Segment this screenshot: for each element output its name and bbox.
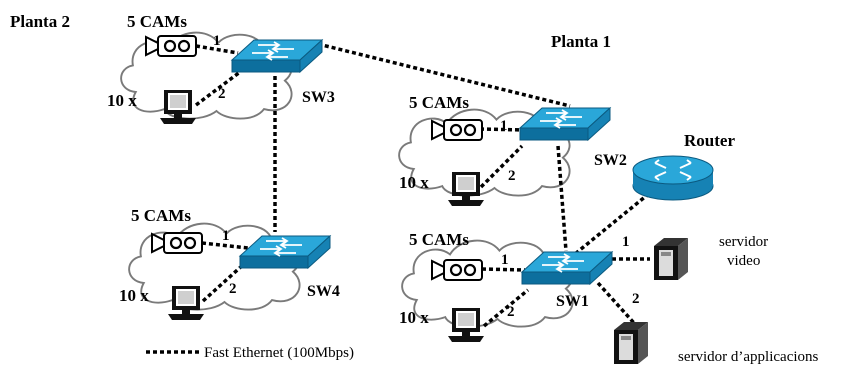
cams-count-sw4: 5 CAMs bbox=[131, 206, 191, 225]
link-sw4-cams bbox=[201, 241, 249, 250]
floor-label-planta1: Planta 1 bbox=[551, 32, 611, 51]
camera-icon-sw4 bbox=[150, 231, 204, 255]
link-sw4-pcs bbox=[201, 262, 246, 303]
pc-icon-sw1 bbox=[448, 308, 484, 342]
floor-label-planta2: Planta 2 bbox=[10, 12, 70, 31]
pc-icon-sw2 bbox=[448, 172, 484, 206]
camera-icon-sw2 bbox=[430, 118, 484, 142]
server-video-label-line2: video bbox=[727, 253, 760, 269]
switch-label-sw2: SW2 bbox=[594, 152, 627, 169]
switch-sw3-icon[interactable] bbox=[231, 39, 323, 73]
link-sw1-server-app bbox=[596, 281, 636, 325]
switch-sw1-icon[interactable] bbox=[521, 251, 613, 285]
cams-count-sw3: 5 CAMs bbox=[127, 12, 187, 31]
camera-icon-sw3 bbox=[144, 34, 198, 58]
links bbox=[146, 42, 653, 354]
link-sw1-pcs bbox=[482, 288, 530, 328]
link-sw3-cams bbox=[195, 44, 239, 55]
port-label-sw2-pc: 2 bbox=[508, 168, 516, 184]
pc-count-sw1: 10 x bbox=[399, 308, 429, 327]
server-video-label-line1: servidor bbox=[719, 234, 768, 250]
port-label-sw4-cam: 1 bbox=[222, 228, 230, 244]
port-label-sw2-cam: 1 bbox=[500, 118, 508, 134]
pc-count-sw3: 10 x bbox=[107, 91, 137, 110]
link-sw1-cams bbox=[481, 267, 526, 272]
link-sw2-sw1 bbox=[556, 145, 568, 252]
router-label: Router bbox=[684, 131, 735, 150]
link-sw2-cams bbox=[479, 127, 526, 132]
port-label-sw1-cam: 1 bbox=[501, 252, 509, 268]
server-app-label: servidor d’applicacions bbox=[678, 349, 819, 365]
switch-sw2-icon[interactable] bbox=[519, 107, 611, 141]
legend-text: Fast Ethernet (100Mbps) bbox=[204, 345, 354, 361]
link-sw3-sw2 bbox=[317, 42, 571, 108]
pc-icon-sw3 bbox=[160, 90, 196, 124]
link-sw2-pcs bbox=[479, 144, 524, 189]
port-label-sw1-pc: 2 bbox=[507, 304, 515, 320]
port-label-sw3-pc: 2 bbox=[218, 86, 226, 102]
switch-sw4-icon[interactable] bbox=[239, 235, 331, 269]
port-label-server-video: 1 bbox=[622, 234, 630, 250]
port-label-sw3-cam: 1 bbox=[213, 33, 221, 49]
router-icon[interactable] bbox=[632, 155, 714, 201]
cams-count-sw2: 5 CAMs bbox=[409, 93, 469, 112]
link-sw1-router bbox=[568, 190, 653, 260]
port-label-server-app: 2 bbox=[632, 291, 640, 307]
switch-label-sw3: SW3 bbox=[302, 89, 335, 106]
server-video-icon bbox=[654, 238, 688, 280]
switch-label-sw4: SW4 bbox=[307, 283, 340, 300]
switch-label-sw1: SW1 bbox=[556, 293, 589, 310]
pc-count-sw2: 10 x bbox=[399, 173, 429, 192]
server-app-icon bbox=[614, 322, 648, 364]
port-label-sw4-pc: 2 bbox=[229, 281, 237, 297]
cams-count-sw1: 5 CAMs bbox=[409, 230, 469, 249]
pc-count-sw4: 10 x bbox=[119, 286, 149, 305]
camera-icon-sw1 bbox=[430, 258, 484, 282]
pc-icon-sw4 bbox=[168, 286, 204, 320]
link-sw3-pcs bbox=[194, 70, 242, 107]
